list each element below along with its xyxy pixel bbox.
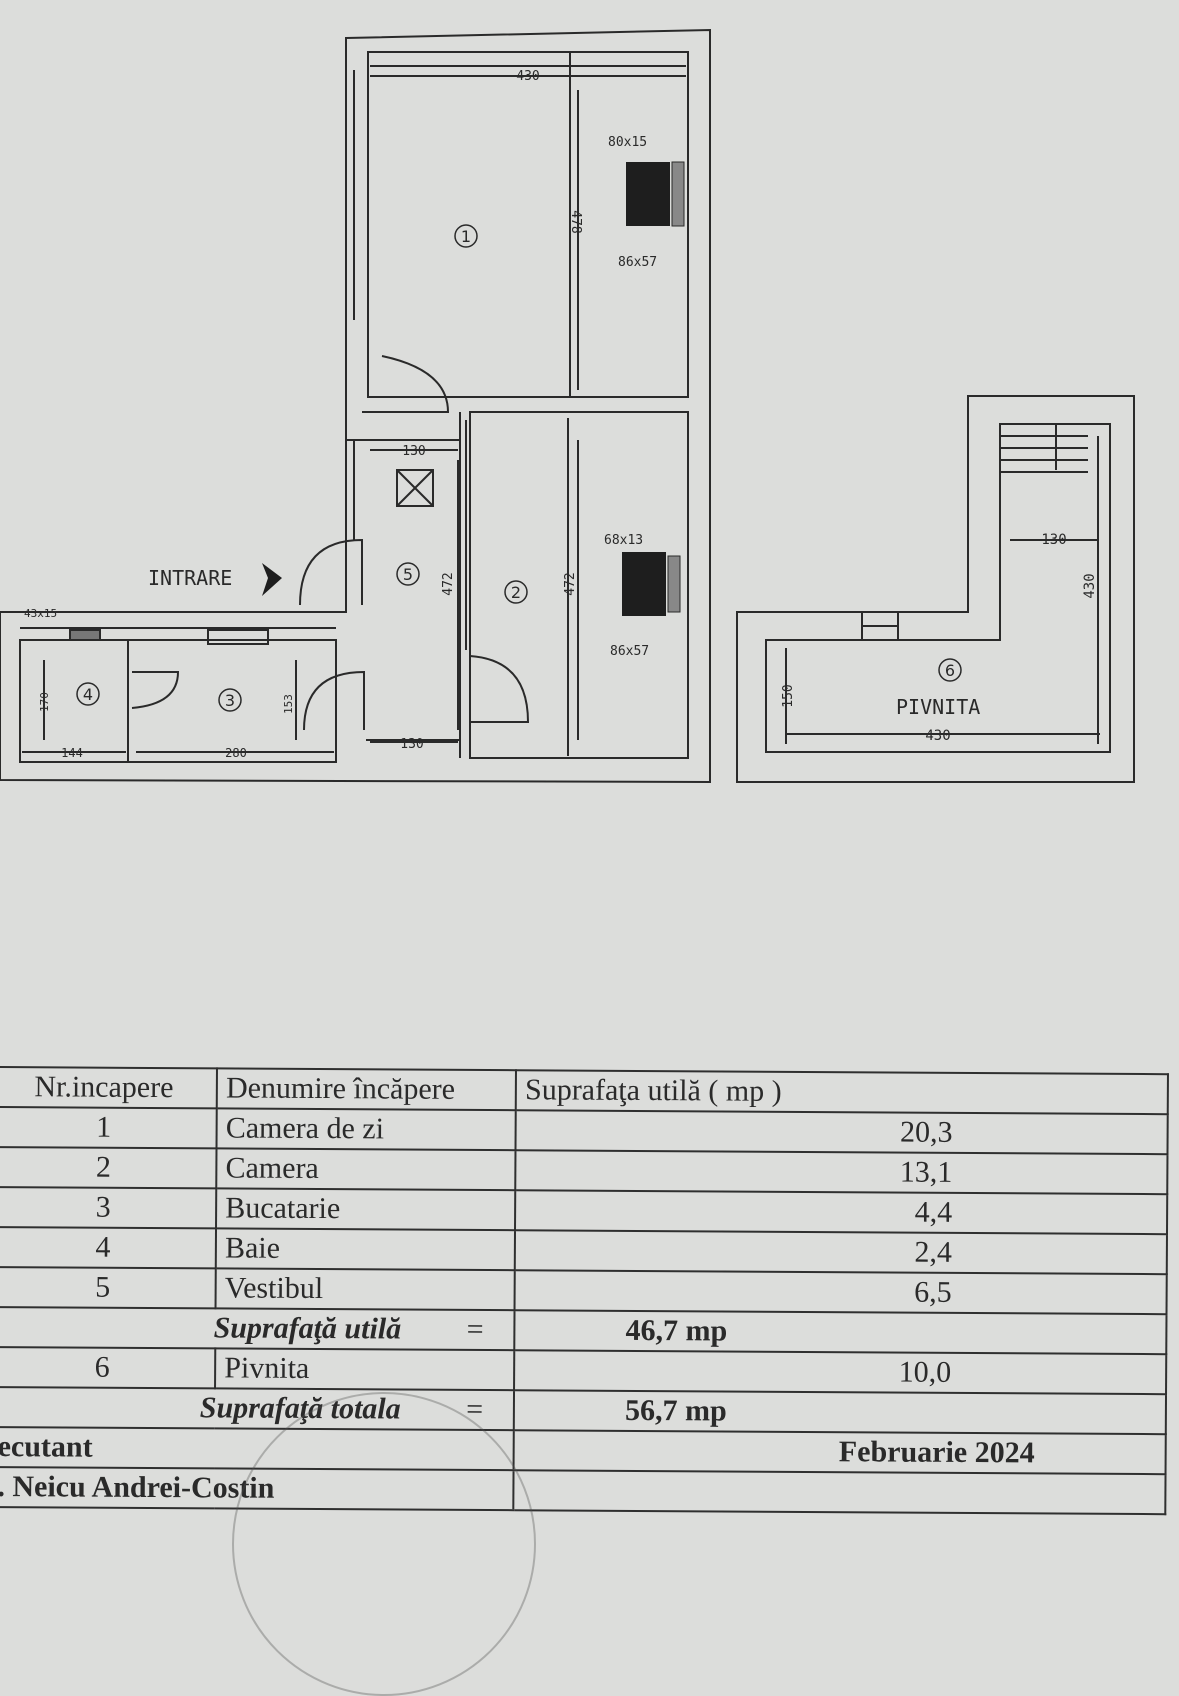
executant-row: ecutant Februarie 2024 bbox=[0, 1426, 1166, 1475]
table-header-row: Nr.incapere Denumire încăpere Suprafaţa … bbox=[0, 1067, 1168, 1115]
row-nr: 4 bbox=[0, 1227, 217, 1269]
signature-cell bbox=[513, 1470, 1166, 1515]
row-nr: 6 bbox=[0, 1347, 216, 1389]
dim-basement-height: 150 bbox=[781, 684, 796, 707]
area-table: Nr.incapere Denumire încăpere Suprafaţa … bbox=[0, 1066, 1169, 1515]
row-name: Bucatarie bbox=[216, 1188, 516, 1231]
row-name: Baie bbox=[215, 1228, 516, 1271]
row-area: 10,0 bbox=[514, 1350, 1167, 1395]
row-area: 13,1 bbox=[515, 1150, 1168, 1195]
dim-radiator1-top: 80x15 bbox=[608, 135, 647, 150]
dim-bath-width: 144 bbox=[61, 746, 83, 760]
useful-area-value: 46,7 mp bbox=[514, 1310, 1167, 1355]
header-name: Denumire încăpere bbox=[216, 1068, 517, 1111]
floor-plan: INTRARE PIVNITA 1 2 3 4 5 6 430 478 80x1… bbox=[0, 28, 1135, 784]
dim-room2-length: 472 bbox=[563, 572, 578, 595]
row-name: Camera de zi bbox=[216, 1108, 516, 1151]
row-name: Pivnita bbox=[215, 1348, 515, 1391]
useful-area-row: Suprafaţă utilă = 46,7 mp bbox=[0, 1307, 1167, 1355]
useful-area-equals: = bbox=[466, 1312, 484, 1347]
table-row: 2 Camera 13,1 bbox=[0, 1147, 1168, 1195]
row-area: 20,3 bbox=[515, 1110, 1168, 1155]
table-row: 6 Pivnita 10,0 bbox=[0, 1347, 1167, 1395]
dim-vestibule-top: 130 bbox=[402, 444, 425, 459]
room-number-5: 5 bbox=[403, 565, 413, 584]
header-nr: Nr.incapere bbox=[0, 1067, 218, 1109]
dim-bath-window: 43x15 bbox=[24, 607, 57, 620]
dim-vestibule-bottom: 130 bbox=[400, 737, 423, 752]
table-row: 4 Baie 2,4 bbox=[0, 1227, 1167, 1275]
dim-room1-length: 478 bbox=[568, 210, 583, 233]
document-date: Februarie 2024 bbox=[513, 1430, 1166, 1475]
row-area: 2,4 bbox=[514, 1230, 1167, 1275]
total-area-value: 56,7 mp bbox=[513, 1390, 1167, 1435]
room-number-1: 1 bbox=[461, 227, 471, 246]
dim-kitchen-width: 280 bbox=[225, 746, 247, 760]
dim-room1-width: 430 bbox=[516, 69, 539, 84]
dim-bath-height: 170 bbox=[38, 692, 51, 712]
row-name: Vestibul bbox=[215, 1268, 515, 1311]
row-area: 6,5 bbox=[514, 1270, 1167, 1315]
dim-basement-width: 430 bbox=[925, 728, 950, 744]
table-row: 1 Camera de zi 20,3 bbox=[0, 1107, 1168, 1155]
room-number-6: 6 bbox=[945, 661, 955, 680]
dim-basement-length: 430 bbox=[1082, 573, 1098, 598]
dim-basement-stair-width: 130 bbox=[1041, 532, 1066, 548]
room-number-3: 3 bbox=[225, 691, 235, 710]
stamp-seal bbox=[232, 1392, 536, 1696]
dim-radiator2-bottom: 86x57 bbox=[610, 644, 649, 659]
row-nr: 1 bbox=[0, 1107, 217, 1149]
dim-radiator2-top: 68x13 bbox=[604, 533, 643, 548]
basement-label: PIVNITA bbox=[896, 695, 980, 719]
table-row: 3 Bucatarie 4,4 bbox=[0, 1187, 1168, 1235]
total-area-row: Suprafaţă totala = 56,7 mp bbox=[0, 1387, 1167, 1435]
engineer-row: . Neicu Andrei-Costin bbox=[0, 1466, 1166, 1515]
useful-area-cell: Suprafaţă utilă = bbox=[0, 1307, 515, 1351]
header-area: Suprafaţa utilă ( mp ) bbox=[515, 1070, 1168, 1115]
row-name: Camera bbox=[216, 1148, 516, 1191]
dim-radiator1-bottom: 86x57 bbox=[618, 255, 657, 270]
dim-kitchen-height: 153 bbox=[282, 694, 295, 714]
useful-area-label: Suprafaţă utilă bbox=[213, 1311, 402, 1346]
row-nr: 5 bbox=[0, 1267, 216, 1309]
table-row: 5 Vestibul 6,5 bbox=[0, 1267, 1167, 1315]
row-area: 4,4 bbox=[515, 1190, 1168, 1235]
row-nr: 3 bbox=[0, 1187, 217, 1229]
room-number-2: 2 bbox=[511, 583, 521, 602]
room-number-4: 4 bbox=[83, 685, 93, 704]
entrance-label: INTRARE bbox=[148, 566, 232, 590]
row-nr: 2 bbox=[0, 1147, 217, 1189]
dim-vestibule-length: 472 bbox=[441, 572, 456, 595]
